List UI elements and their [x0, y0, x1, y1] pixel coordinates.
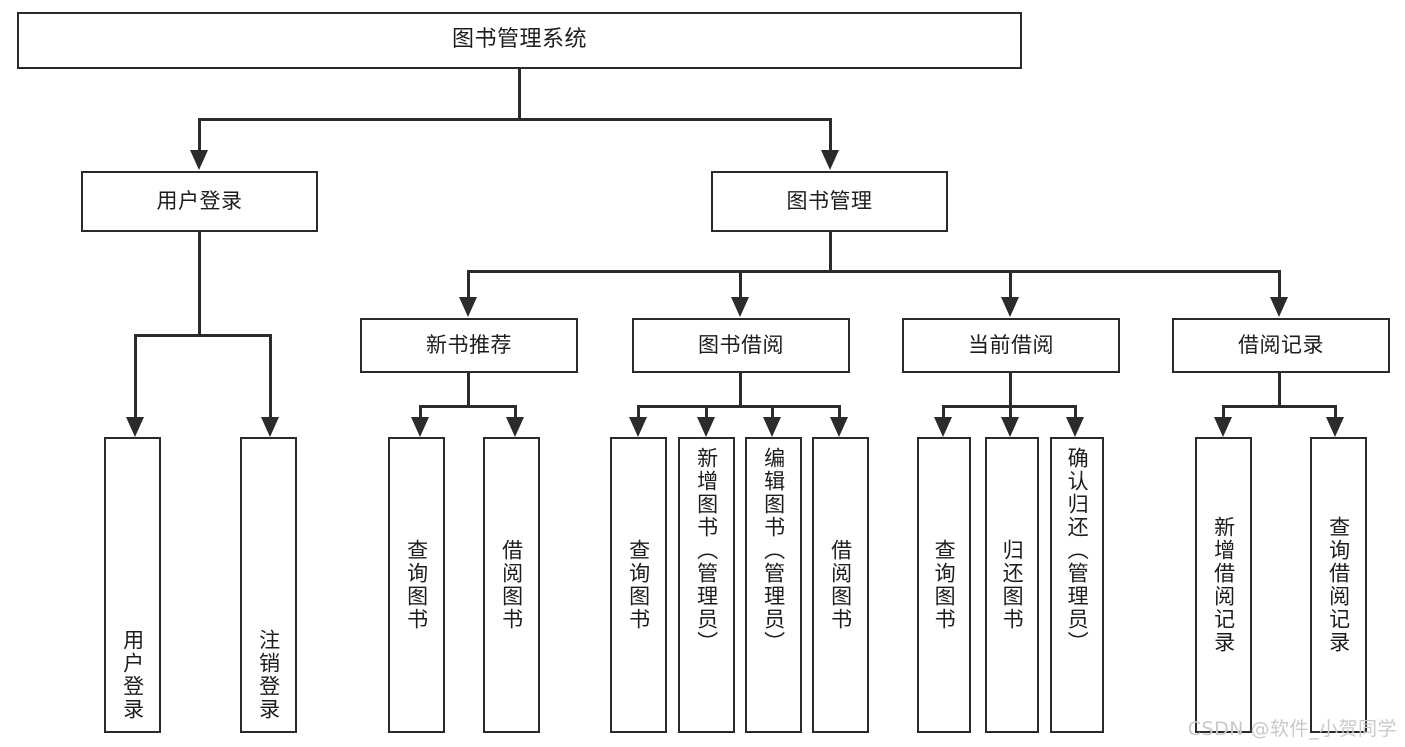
edge-level2-drop-1: [467, 270, 470, 298]
leaf-borrow-borrow-book[interactable]: 借阅图书: [812, 437, 869, 733]
node-label: 用户登录: [120, 629, 145, 721]
arrow-to-borrow-records: [1270, 297, 1288, 317]
node-label: 新增借阅记录: [1211, 516, 1236, 654]
edge-borrow-drop-2: [705, 405, 708, 420]
edge-recommend-drop-2: [514, 405, 517, 420]
arrow-to-leaf-edit-book: [763, 417, 781, 437]
node-root-system[interactable]: 图书管理系统: [17, 12, 1022, 69]
arrow-to-leaf-query-book-3: [934, 417, 952, 437]
edge-level2-drop-4: [1278, 270, 1281, 298]
leaf-recommend-borrow-book[interactable]: 借阅图书: [483, 437, 540, 733]
edge-recommend-stem: [467, 373, 470, 408]
leaf-recommend-query-book[interactable]: 查询图书: [388, 437, 445, 733]
edge-user-login-bus: [134, 334, 272, 337]
leaf-current-query-book[interactable]: 查询图书: [917, 437, 971, 733]
edge-user-login-stem: [198, 232, 201, 335]
node-label: 图书借阅: [698, 332, 784, 357]
node-label: 借阅图书: [499, 539, 524, 631]
arrow-to-book-borrow: [731, 297, 749, 317]
arrow-to-leaf-query-book-2: [629, 417, 647, 437]
edge-level2-drop-3: [1009, 270, 1012, 298]
node-label: 用户登录: [156, 188, 243, 213]
arrow-to-current-borrow: [1001, 297, 1019, 317]
edge-user-login-drop-2: [269, 334, 272, 418]
leaf-borrow-query-book[interactable]: 查询图书: [610, 437, 667, 733]
leaf-logout[interactable]: 注销登录: [240, 437, 297, 733]
arrow-to-new-book-recommend: [459, 297, 477, 317]
node-label: 借阅记录: [1238, 332, 1324, 357]
edge-root-drop-right: [829, 118, 832, 151]
arrow-to-leaf-query-record: [1326, 417, 1344, 437]
edge-borrow-drop-4: [838, 405, 841, 420]
node-label: 借阅图书: [828, 539, 853, 631]
edge-records-stem: [1278, 373, 1281, 408]
node-label: 新书推荐: [426, 332, 512, 357]
edge-recommend-drop-1: [419, 405, 422, 420]
arrow-to-leaf-confirm-return: [1066, 417, 1084, 437]
leaf-records-query-record[interactable]: 查询借阅记录: [1310, 437, 1367, 733]
edge-root-drop-left: [198, 118, 201, 151]
node-book-management[interactable]: 图书管理: [711, 171, 948, 232]
arrow-to-leaf-user-login: [126, 417, 144, 437]
edge-records-drop-2: [1334, 405, 1337, 420]
leaf-records-add-record[interactable]: 新增借阅记录: [1195, 437, 1252, 733]
edge-records-bus: [1222, 405, 1337, 408]
node-borrow-records[interactable]: 借阅记录: [1172, 318, 1390, 373]
edge-recommend-bus: [419, 405, 517, 408]
arrow-to-leaf-logout: [261, 417, 279, 437]
node-user-login[interactable]: 用户登录: [81, 171, 318, 232]
edge-records-drop-1: [1222, 405, 1225, 420]
arrow-to-leaf-query-book-1: [411, 417, 429, 437]
edge-borrow-stem: [739, 373, 742, 408]
leaf-borrow-edit-book[interactable]: 编辑图书（管理员）: [745, 437, 802, 733]
arrow-to-leaf-add-book: [697, 417, 715, 437]
leaf-user-login[interactable]: 用户登录: [104, 437, 161, 733]
edge-current-drop-1: [942, 405, 945, 420]
edge-current-drop-3: [1074, 405, 1077, 420]
edge-borrow-drop-3: [771, 405, 774, 420]
arrow-to-leaf-return-book: [1001, 417, 1019, 437]
node-new-book-recommend[interactable]: 新书推荐: [360, 318, 578, 373]
node-label: 编辑图书（管理员）: [761, 447, 786, 654]
edge-level2-bus: [467, 270, 1281, 273]
node-current-borrow[interactable]: 当前借阅: [902, 318, 1120, 373]
node-book-borrow[interactable]: 图书借阅: [632, 318, 850, 373]
arrow-to-user-login: [190, 150, 208, 170]
edge-borrow-bus: [637, 405, 841, 408]
node-label: 图书管理: [786, 188, 873, 213]
node-label: 归还图书: [1000, 539, 1025, 631]
leaf-borrow-add-book[interactable]: 新增图书（管理员）: [678, 437, 735, 733]
edge-root-bus: [198, 118, 832, 121]
arrow-to-leaf-borrow-book-1: [506, 417, 524, 437]
node-label: 新增图书（管理员）: [694, 447, 719, 654]
arrow-to-book-manage: [821, 150, 839, 170]
edge-level2-drop-2: [739, 270, 742, 298]
edge-current-drop-2: [1009, 405, 1012, 420]
node-label: 查询借阅记录: [1326, 516, 1351, 654]
node-label: 查询图书: [404, 539, 429, 631]
arrow-to-leaf-borrow-book-2: [830, 417, 848, 437]
edge-user-login-drop-1: [134, 334, 137, 418]
edge-root-stem: [518, 69, 521, 119]
edge-current-stem: [1009, 373, 1012, 408]
node-label: 注销登录: [256, 629, 281, 721]
node-label: 查询图书: [626, 539, 651, 631]
arrow-to-leaf-add-record: [1214, 417, 1232, 437]
node-label: 查询图书: [932, 539, 957, 631]
node-label: 图书管理系统: [451, 27, 587, 53]
node-label: 当前借阅: [968, 332, 1054, 357]
edge-borrow-drop-1: [637, 405, 640, 420]
edge-book-manage-stem: [829, 232, 832, 272]
leaf-current-confirm-return[interactable]: 确认归还（管理员）: [1050, 437, 1104, 733]
leaf-current-return-book[interactable]: 归还图书: [985, 437, 1039, 733]
node-label: 确认归还（管理员）: [1065, 447, 1090, 654]
